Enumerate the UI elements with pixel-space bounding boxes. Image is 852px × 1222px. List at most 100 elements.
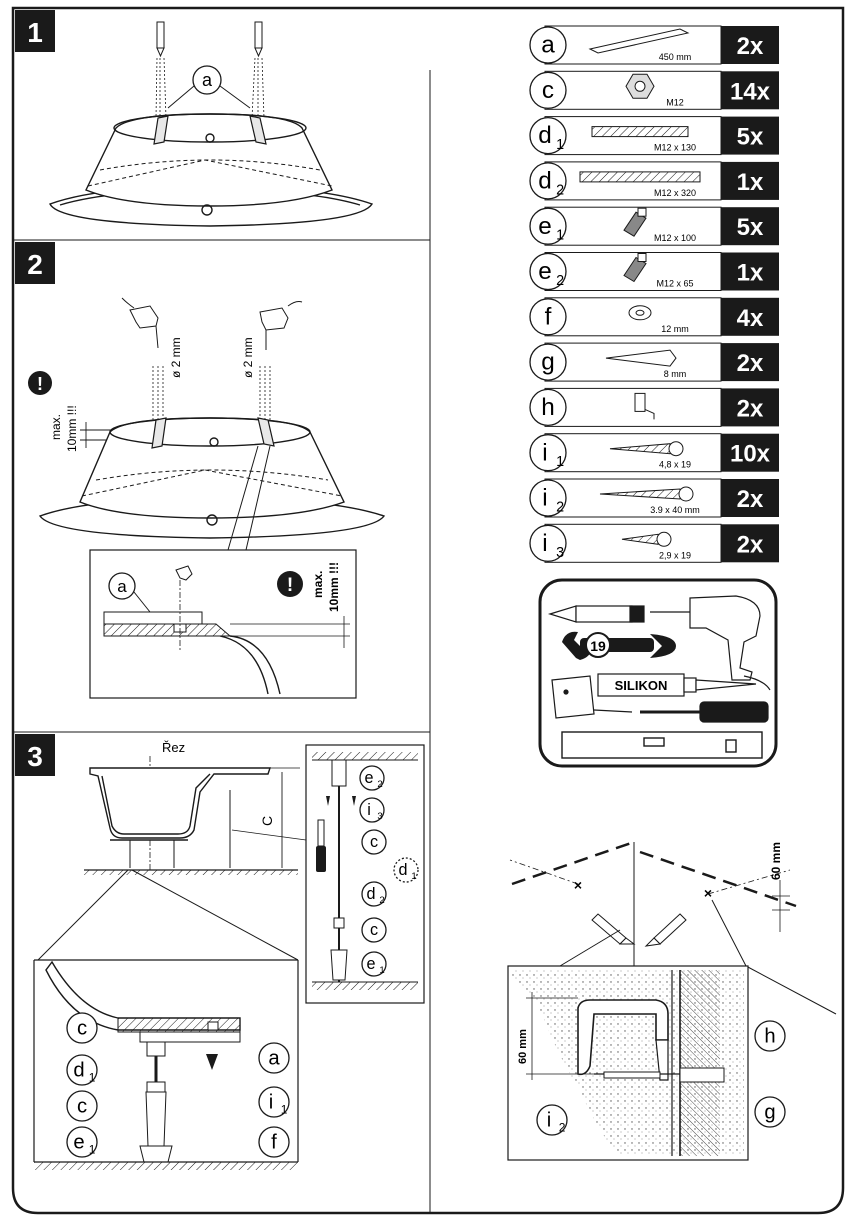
part-qty-badge (721, 116, 779, 155)
part-spec: 2,9 x 19 (659, 550, 691, 560)
foot-callout-c_bottom-text: c (77, 1095, 87, 1117)
foot-callout-e1-text: e (73, 1131, 84, 1153)
warning-mark-detail: ! (287, 575, 293, 596)
part-qty-badge (721, 524, 779, 563)
wall-callout-i2-text: i (547, 1109, 552, 1131)
step-3-badge (15, 734, 55, 776)
step-2-number: 2 (27, 249, 43, 280)
wall-plug-icon (605, 349, 677, 367)
drill-left-icon (121, 297, 159, 349)
foot-callout-a: a (258, 1042, 290, 1074)
part-qty: 2x (737, 350, 764, 377)
part-qty: 2x (737, 395, 764, 422)
foot-callout-f: f (258, 1126, 290, 1158)
wall-callout-g-text: g (764, 1101, 775, 1123)
part-letter-d1-text: d (538, 122, 552, 149)
step-3-number: 3 (27, 741, 43, 772)
pencil-icon (547, 605, 645, 623)
bracket-left-step2 (151, 417, 167, 449)
step-1: 1 a (15, 10, 374, 227)
part-letter-e2-text: e (538, 258, 552, 285)
leader-a-left (167, 85, 195, 109)
foot-icon (623, 207, 647, 237)
part-qty: 5x (737, 214, 764, 241)
part-letter-a-text: a (541, 32, 555, 59)
part-spec: M12 x 100 (654, 233, 696, 243)
part-qty-badge (721, 297, 779, 336)
bracket-left (153, 115, 169, 145)
foot-callout-d1-text: d (73, 1059, 84, 1081)
foot-callout-c_bottom: c (66, 1090, 98, 1122)
screw-long-icon (599, 486, 694, 502)
leg-callout-e1-text: e (366, 955, 375, 973)
step2-detail-box: a ! max. 10mm !!! (89, 445, 357, 699)
foot-short-icon (623, 253, 647, 283)
part-qty-badge (721, 343, 779, 382)
marking-lines (155, 57, 265, 119)
drill-lines (152, 366, 271, 424)
part-qty: 10x (730, 441, 771, 468)
part-qty-badge (721, 161, 779, 200)
threaded-rod-short-icon (591, 126, 689, 138)
step-2: 2 ø 2 mm ø 2 mm ! max. 10mm !!! (15, 242, 386, 699)
dimension-c: C (259, 816, 275, 826)
wall-mount: × × 60 mm 60 mm (507, 840, 837, 1161)
foot-callout-i1-sub: 1 (281, 1102, 288, 1116)
part-spec: 3.9 x 40 mm (650, 505, 700, 515)
part-qty: 14x (730, 78, 771, 105)
part-qty: 5x (737, 124, 764, 151)
foot-callout-c_top: c (66, 1012, 98, 1044)
detail-callout-a: a (117, 577, 127, 596)
drill-right-icon (259, 301, 303, 350)
part-qty-badge (721, 252, 779, 291)
leg-callout-d2-sub: 2 (379, 895, 384, 906)
part-qty: 1x (737, 260, 764, 287)
part-spec: M12 x 65 (656, 279, 693, 289)
part-letter-c: c (529, 71, 567, 109)
part-letter-i1-sub: 1 (556, 454, 564, 470)
silicone-tube-icon: SILIKON (597, 673, 757, 697)
step-3: 3 Řez C (15, 734, 425, 1170)
part-spec: 450 mm (659, 52, 692, 62)
bracket-icon (588, 28, 690, 54)
bathtub-drilling-view (38, 417, 386, 539)
floor-hatch (84, 870, 298, 875)
leg-callout-d1-sub: 1 (411, 871, 416, 882)
warning-icon-step2: ! (28, 371, 52, 395)
detail-max-1: max. (311, 571, 325, 598)
part-letter-i3-text: i (542, 530, 547, 557)
pencil-wall-right-icon (644, 913, 687, 947)
part-spec: M12 x 320 (654, 188, 696, 198)
screw-large-icon (609, 441, 684, 457)
part-spec: 12 mm (661, 324, 689, 334)
part-letter-e1-text: e (538, 213, 552, 240)
wrench-icon: 19 (562, 631, 676, 660)
callout-a-step1 (192, 65, 222, 95)
page-frame (11, 6, 845, 1215)
foot-detail-box (33, 869, 299, 1170)
leg-callout-c2-text: c (370, 921, 378, 939)
leg-callout-e2-text: e (364, 769, 373, 787)
wall-callout-g: g (754, 1096, 786, 1128)
step-1-number: 1 (27, 17, 43, 48)
leg-callout-d2-text: d (366, 885, 375, 903)
detail-max-2: 10mm !!! (327, 562, 341, 612)
part-letter-c-text: c (542, 77, 554, 104)
part-letter-g: g (529, 343, 567, 381)
part-letter-g-text: g (541, 349, 555, 376)
hook-icon (634, 392, 655, 420)
